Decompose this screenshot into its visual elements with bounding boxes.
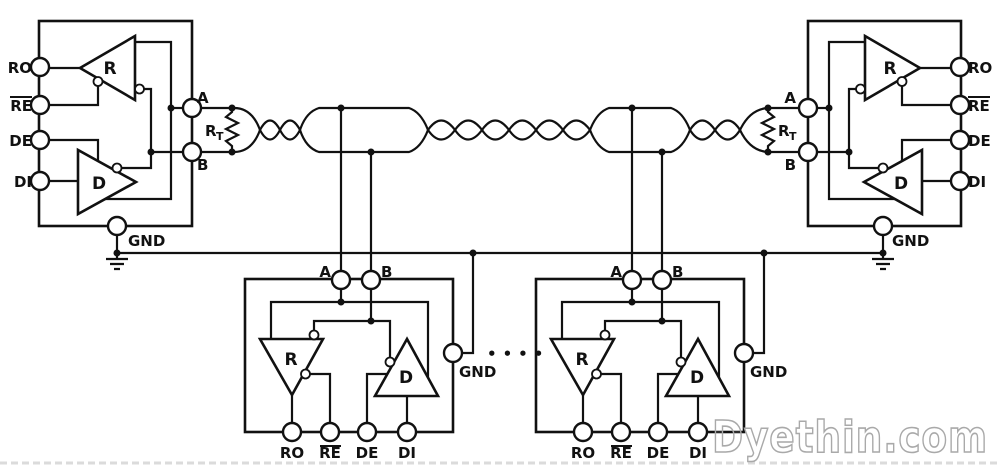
pin-label-de: DE xyxy=(356,444,379,462)
bus-label-a: A xyxy=(784,89,796,107)
pin-label-re: RE xyxy=(610,444,632,462)
bus-label-b: B xyxy=(197,156,208,174)
receiver-label: R xyxy=(103,59,116,79)
bus-label-b: B xyxy=(672,263,683,281)
labels-top-right: RO RE DE DI A B GND R D R T xyxy=(778,59,992,250)
pin-label-ro: RO xyxy=(280,444,304,462)
pin-label-di: DI xyxy=(689,444,707,462)
driver-label: D xyxy=(399,368,413,388)
rt-label-subscript: T xyxy=(216,130,224,143)
bus-label-b: B xyxy=(785,156,796,174)
more-nodes-ellipsis: •••• xyxy=(487,345,549,363)
pin-label-di: DI xyxy=(14,173,32,191)
gnd-label: GND xyxy=(459,363,496,381)
stub-transceiver-left xyxy=(243,103,478,443)
pin-label-de: DE xyxy=(647,444,670,462)
pin-label-ro: RO xyxy=(968,59,992,77)
receiver-label: R xyxy=(883,59,896,79)
bus-line-b xyxy=(201,119,799,154)
pin-label-di: DI xyxy=(968,173,986,191)
receiver-label: R xyxy=(575,350,588,370)
pin-label-re: RE xyxy=(968,97,990,115)
watermark-text: Dyethin.com xyxy=(712,412,988,463)
gnd-label: GND xyxy=(128,232,165,250)
driver-label: D xyxy=(690,368,704,388)
rt-label: R xyxy=(205,122,217,140)
bus-label-a: A xyxy=(610,263,622,281)
driver-label: D xyxy=(92,174,106,194)
labels-bottom-left: A B R D GND RO RE DE DI xyxy=(280,263,496,462)
pin-label-re: RE xyxy=(319,444,341,462)
bus-label-b: B xyxy=(381,263,392,281)
bus-label-a: A xyxy=(197,89,209,107)
receiver-label: R xyxy=(284,350,297,370)
labels-top-left: RO RE DE DI A B GND R D R T xyxy=(8,59,224,250)
pin-label-di: DI xyxy=(398,444,416,462)
termination-resistor-right xyxy=(760,103,776,157)
pin-label-de: DE xyxy=(968,132,991,150)
termination-resistor-left xyxy=(224,103,240,157)
pin-label-re: RE xyxy=(10,97,32,115)
rt-label-subscript: T xyxy=(789,130,797,143)
stub-transceiver-right xyxy=(534,103,769,443)
labels-bottom-right: A B R D GND RO RE DE DI xyxy=(571,263,787,462)
twisted-pair-bus xyxy=(201,106,799,154)
gnd-label: GND xyxy=(750,363,787,381)
pin-label-ro: RO xyxy=(8,59,32,77)
rt-label: R xyxy=(778,122,790,140)
pin-label-de: DE xyxy=(9,132,32,150)
pin-label-ro: RO xyxy=(571,444,595,462)
driver-label: D xyxy=(894,174,908,194)
gnd-label: GND xyxy=(892,232,929,250)
bus-label-a: A xyxy=(319,263,331,281)
